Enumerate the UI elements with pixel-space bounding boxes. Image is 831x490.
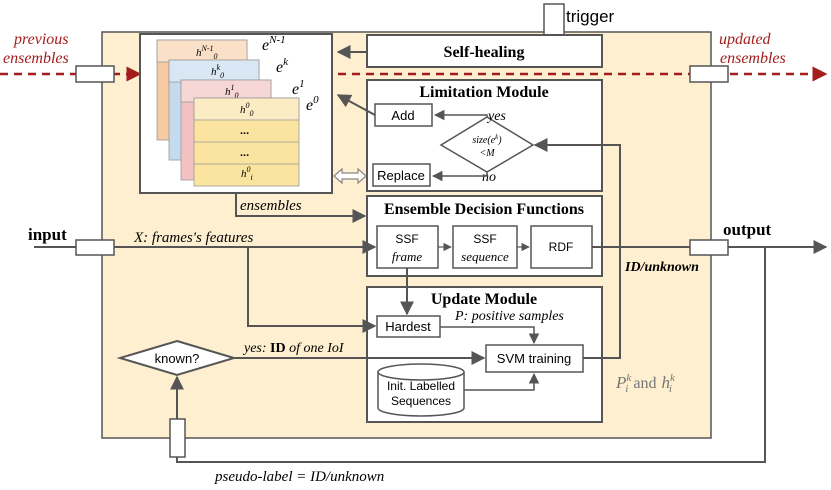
svg-text:...: ... [240, 147, 249, 159]
pseudo-label-text: pseudo-label = ID/unknown [214, 469, 384, 485]
ssf-frame-box [376, 225, 439, 269]
no-arrow [431, 170, 488, 182]
update-module-title: Update Module [431, 291, 537, 308]
label-e-k: ek [276, 56, 289, 76]
svg-text:h10: h10 [225, 83, 239, 100]
yes-label: yes [486, 109, 506, 124]
svg-text:hN-10: hN-10 [196, 44, 218, 61]
svg-text:hk0: hk0 [211, 63, 224, 80]
decision-module-title: Ensemble Decision Functions [384, 201, 584, 218]
no-label: no [482, 170, 496, 185]
replace-label: Replace [377, 168, 425, 183]
add-label: Add [391, 108, 414, 123]
input-port [75, 239, 115, 256]
input-label: input [28, 225, 67, 244]
yes-arrow [433, 109, 488, 121]
id-unknown-label: ID/unknown [624, 260, 699, 275]
size-condition-label: size(ek) [472, 133, 502, 146]
size-condition-line2: <M [479, 148, 495, 159]
add-to-stack-arrow [336, 94, 376, 116]
previous-ensembles-port [75, 65, 115, 83]
known-diamond [116, 339, 238, 377]
self-healing-label: Self-healing [444, 44, 525, 61]
replace-exchange-arrow [333, 167, 367, 185]
limitation-module-title: Limitation Module [419, 84, 548, 101]
features-label: X: frames's features [133, 230, 253, 246]
db-to-svm-arrow [464, 372, 540, 391]
svg-text:Sequences: Sequences [391, 394, 451, 408]
svg-text:Init. Labelled: Init. Labelled [387, 379, 455, 393]
ensembles-caption: ensembles [240, 198, 302, 214]
svg-text:h00: h00 [240, 101, 254, 118]
ssf-frame-sublabel: frame [392, 249, 423, 264]
label-e-n-1: eN-1 [262, 34, 286, 54]
ensembles-arrow [235, 193, 367, 223]
features-to-hardest-arrow [247, 247, 377, 333]
updated-ensembles-label: updated ensembles [719, 31, 786, 67]
hardest-to-svm-arrow [440, 326, 540, 345]
label-e-1: e1 [292, 78, 305, 98]
ssf-sequence-box [452, 225, 518, 269]
yes-id-label: yes: ID of one IoI [242, 341, 345, 356]
pseudo-label-port [169, 418, 186, 458]
ssf-frame-label: SSF [395, 232, 418, 246]
replace-box [372, 163, 431, 187]
trigger-label: trigger [566, 7, 615, 26]
output-label: output [723, 220, 772, 239]
ssf-sequence-label: SSF [473, 232, 496, 246]
rdf-label: RDF [549, 240, 574, 254]
rdf-box [530, 225, 593, 269]
svg-text:h0i: h0i [241, 165, 253, 182]
ssf-sequence-sublabel: sequence [461, 249, 509, 264]
positive-samples-label: P: positive samples [454, 309, 564, 324]
svm-training-box [485, 344, 584, 373]
label-e-0: e0 [306, 94, 319, 114]
previous-ensembles-label: previous ensembles [3, 31, 73, 67]
output-port [689, 239, 729, 256]
ensemble-card-0: h00 ... ... h0i [193, 97, 300, 187]
hardest-label: Hardest [385, 319, 431, 334]
updated-ensembles-port [689, 65, 729, 83]
trigger-port [543, 3, 565, 39]
svm-feedback-arrow [533, 138, 621, 359]
svm-training-label: SVM training [497, 351, 571, 366]
labelled-sequences-db: Init. Labelled Sequences [377, 363, 465, 417]
svg-text:...: ... [240, 125, 249, 137]
known-label: known? [155, 351, 200, 366]
